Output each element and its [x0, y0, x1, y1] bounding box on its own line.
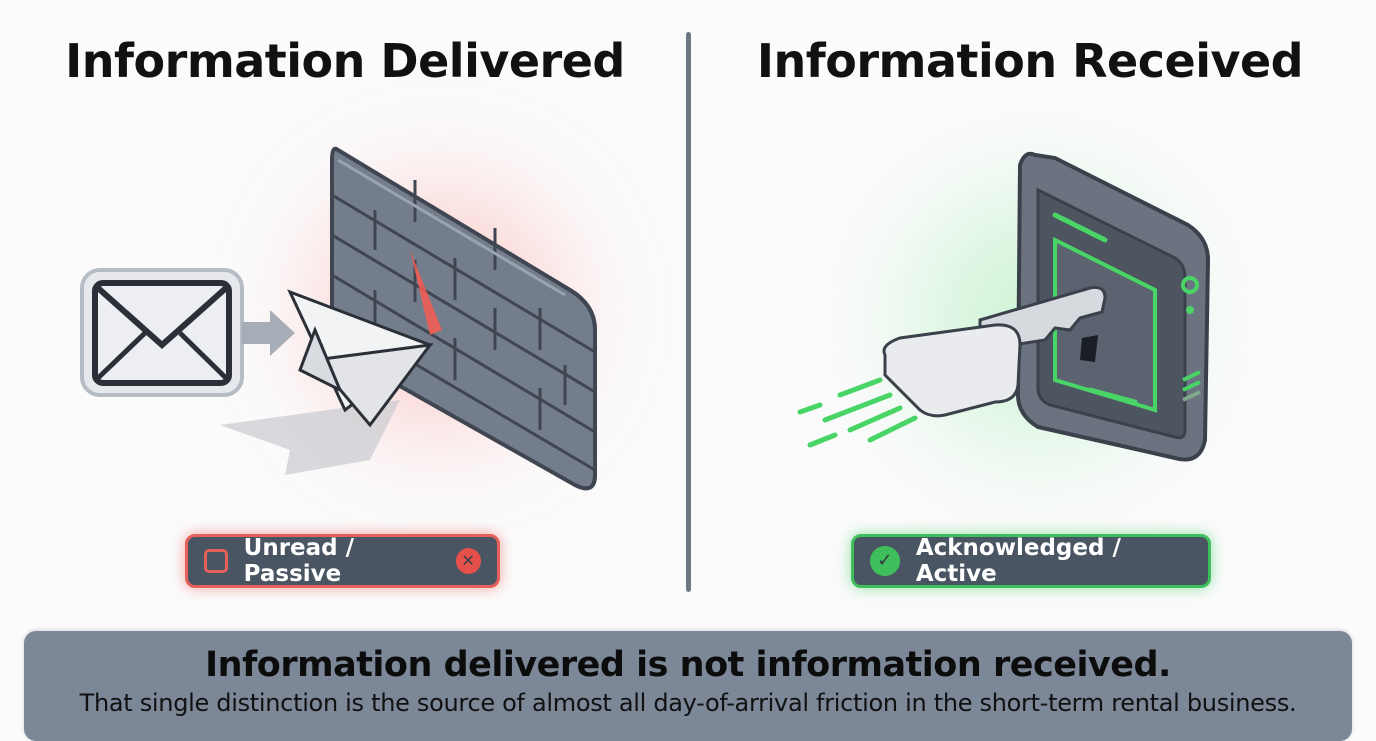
acknowledged-active-label: Acknowledged / Active — [915, 535, 1121, 587]
shadow-shape — [220, 400, 400, 475]
acknowledged-active-badge: ✓ Acknowledged / Active — [851, 534, 1211, 588]
center-divider — [686, 32, 691, 592]
brick-wall-icon — [330, 146, 597, 491]
unread-passive-label: Unread / Passive — [243, 535, 355, 587]
left-title: Information Delivered — [65, 34, 625, 88]
envelope-icon — [80, 268, 244, 397]
left-illustration — [80, 146, 597, 491]
x-circle-icon: ✕ — [455, 548, 481, 574]
check-circle-icon: ✓ — [870, 546, 900, 576]
footer-headline: Information delivered is not information… — [205, 645, 1171, 685]
footer-subline: That single distinction is the source of… — [79, 689, 1297, 717]
arrow-right-icon — [242, 310, 295, 356]
unread-passive-badge: Unread / Passive ✕ — [185, 534, 500, 588]
footer-banner: Information delivered is not information… — [24, 631, 1352, 741]
right-title: Information Received — [756, 34, 1304, 88]
key-icon — [882, 286, 1107, 418]
impact-spark-icon — [410, 250, 442, 335]
lock-device-icon — [1015, 151, 1211, 462]
checkbox-empty-icon — [204, 549, 228, 573]
right-illustration — [797, 151, 1211, 462]
motion-lines-icon — [797, 377, 918, 448]
paper-plane-icon — [287, 289, 434, 428]
